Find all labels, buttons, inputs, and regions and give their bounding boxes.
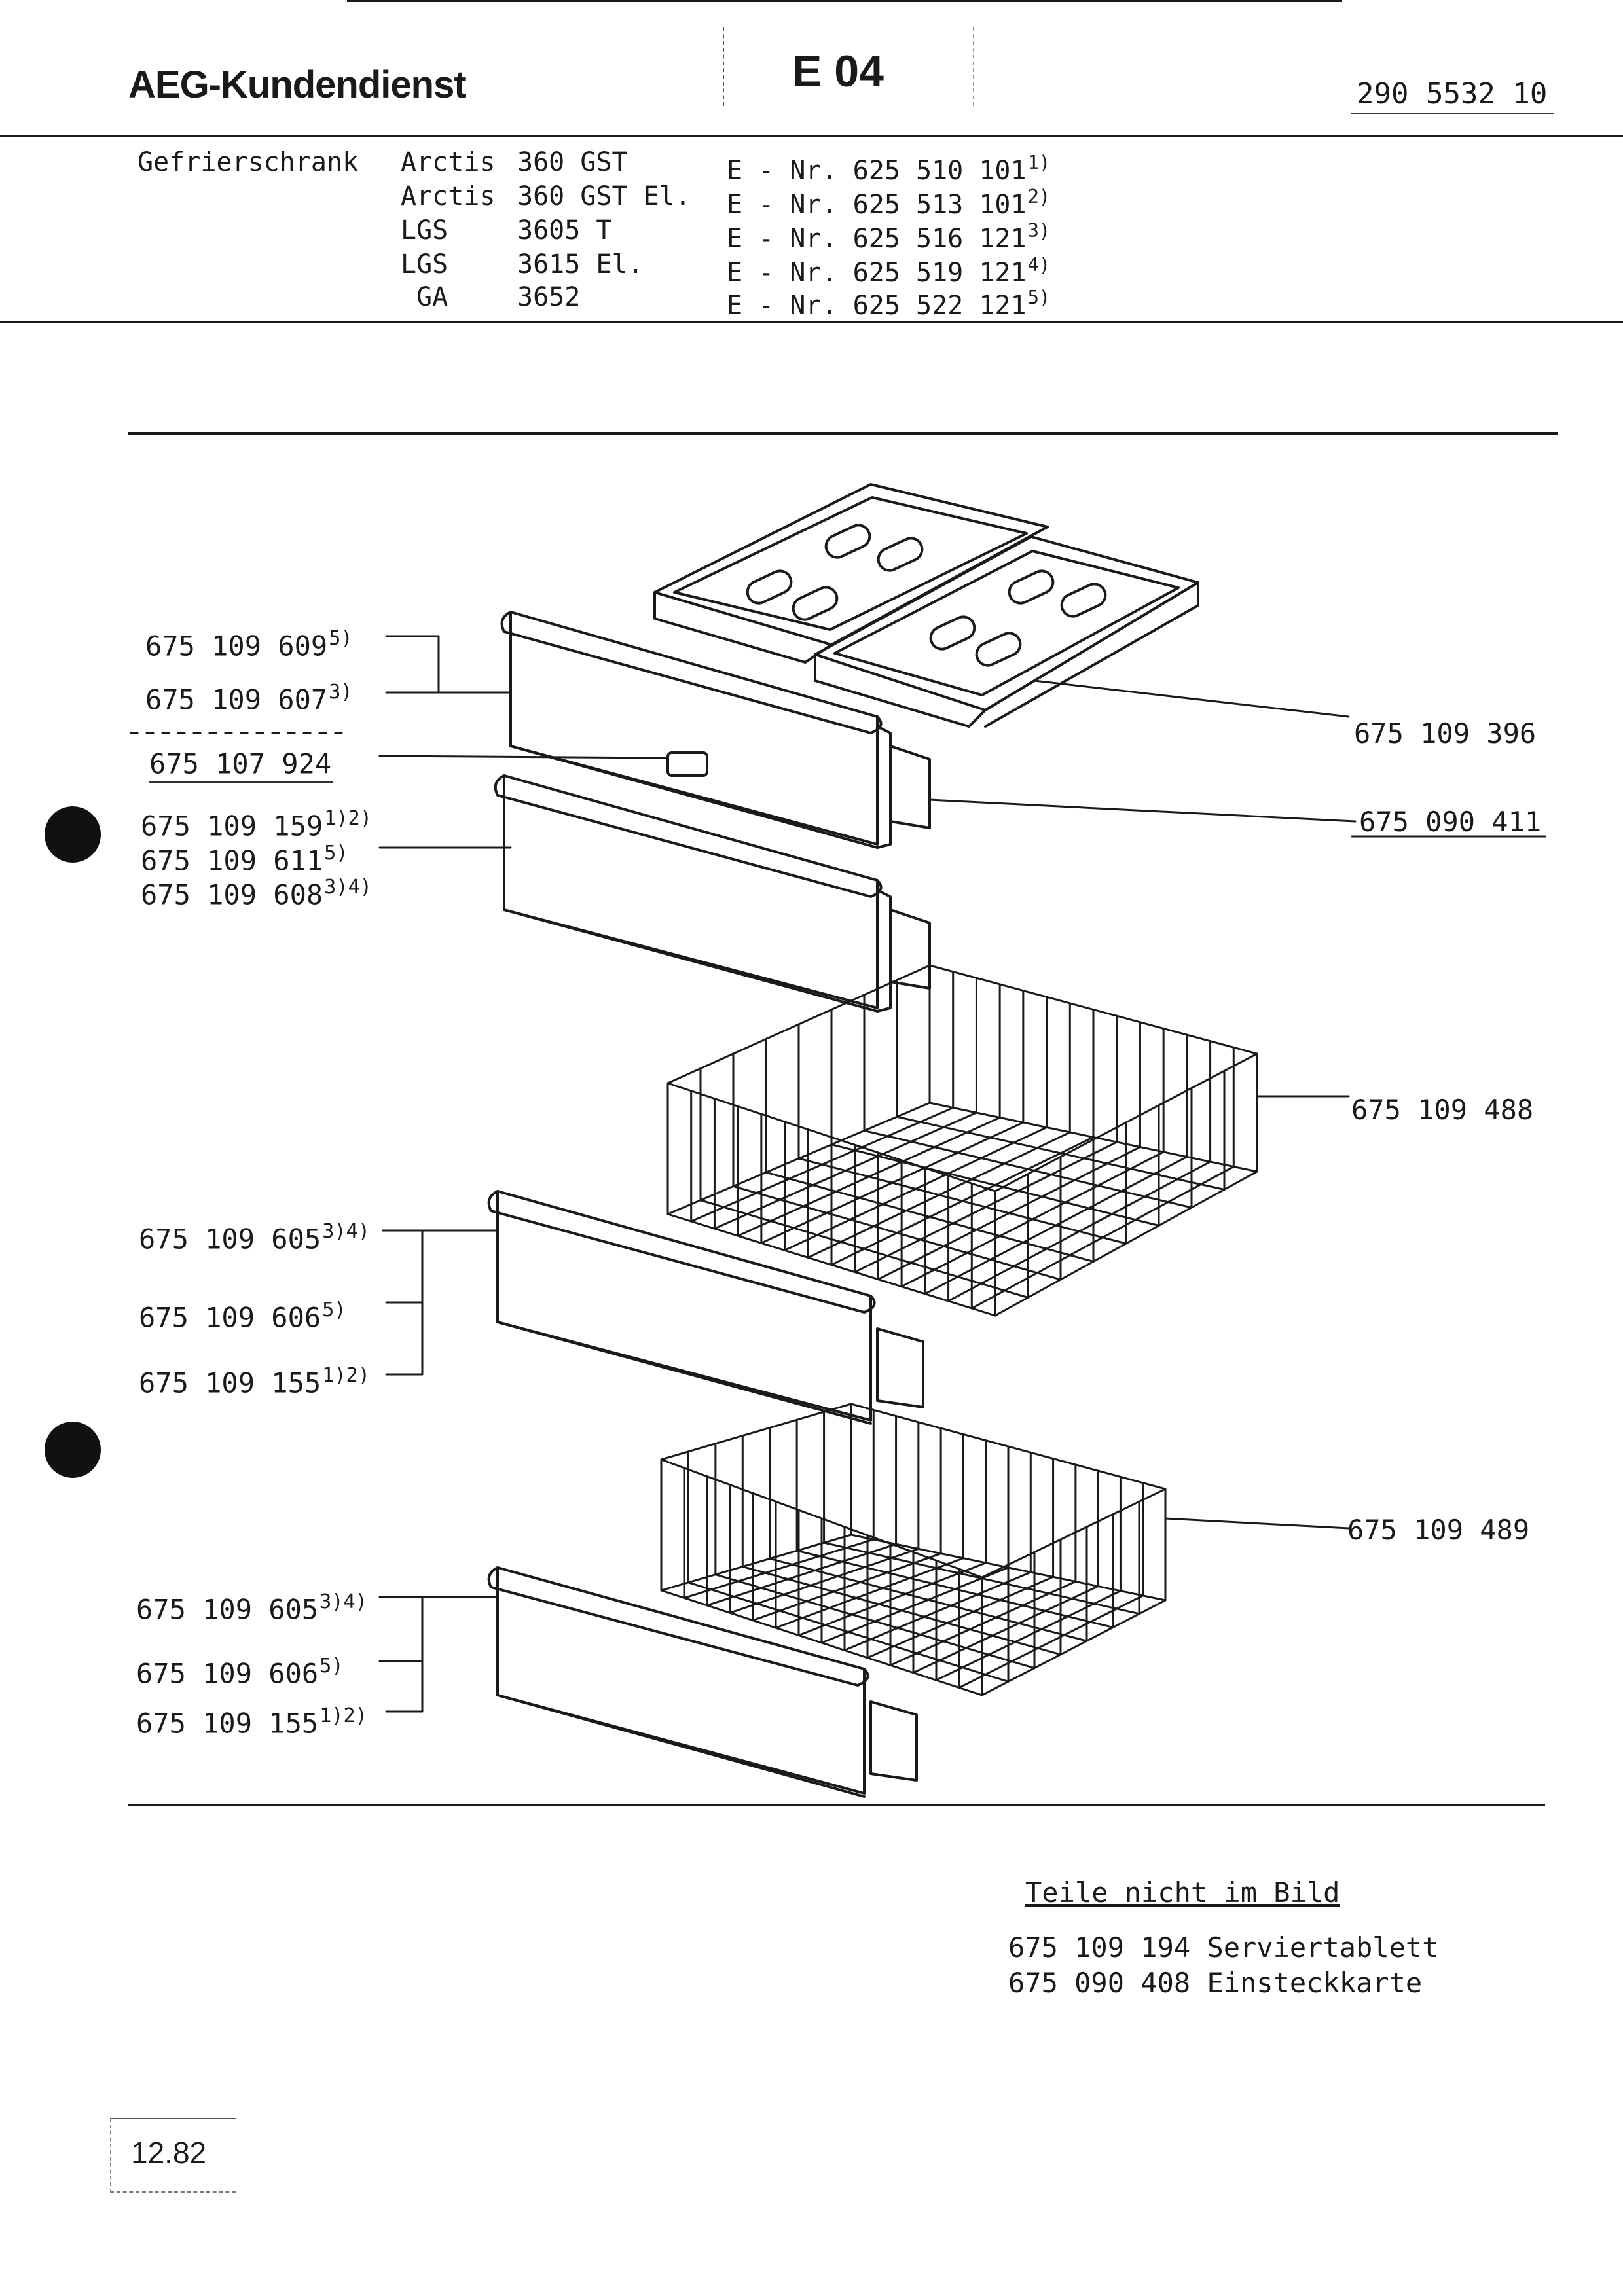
ice-tray-right	[814, 535, 1199, 728]
model-enr-3: E - Nr. 625 516 1213)	[727, 219, 1051, 254]
section-code: E 04	[792, 46, 884, 96]
callout-left-8: 675 109 6065)	[139, 1299, 346, 1334]
ice-tray-left	[653, 483, 1049, 664]
section-box	[723, 27, 974, 106]
revision-date: 12.82	[131, 2136, 207, 2170]
leader-lines-left	[130, 635, 669, 1713]
leader-lines-right	[928, 679, 1546, 1530]
marker-dot-lower	[45, 1422, 101, 1478]
callout-left-12: 675 109 1551)2)	[136, 1704, 367, 1740]
wire-basket-upper	[666, 964, 1258, 1317]
model-brand-5: GA	[416, 282, 448, 312]
model-brand-2: Arctis	[401, 181, 496, 211]
callout-right-2: 675 090 411	[1359, 806, 1542, 838]
model-name-4: 3615 El.	[517, 249, 644, 279]
flap-middle	[494, 774, 931, 1013]
model-enr-4: E - Nr. 625 519 1214)	[727, 253, 1051, 288]
document-number: 290 5532 10	[1351, 77, 1554, 114]
callout-left-7: 675 109 6053)4)	[139, 1220, 370, 1255]
model-enr-1: E - Nr. 625 510 1011)	[727, 151, 1051, 186]
callout-left-10: 675 109 6053)4)	[136, 1590, 367, 1626]
company-name: AEG-Kundendienst	[128, 63, 467, 106]
callout-left-3: 675 107 924	[149, 740, 333, 783]
appliance-category: Gefrierschrank	[137, 147, 359, 177]
callout-left-5: 675 109 6115)	[141, 842, 348, 877]
marker-dot-upper	[45, 806, 101, 863]
model-brand-3: LGS	[401, 215, 448, 245]
not-shown-item-1: 675 109 194 Serviertablett	[1008, 1931, 1439, 1964]
model-brand-1: Arctis	[401, 147, 496, 177]
model-name-2: 360 GST El.	[517, 181, 691, 211]
top-rule	[347, 0, 1342, 2]
date-box	[110, 2118, 236, 2193]
model-name-5: 3652	[517, 282, 581, 312]
drawer-front-upper	[487, 1190, 924, 1425]
callout-right-4: 675 109 489	[1347, 1514, 1530, 1546]
model-brand-4: LGS	[401, 249, 448, 279]
model-enr-2: E - Nr. 625 513 1012)	[727, 185, 1051, 220]
drawing-bottom-rule	[128, 1804, 1545, 1806]
callout-left-4: 675 109 1591)2)	[141, 807, 372, 842]
callout-left-9: 675 109 1551)2)	[139, 1364, 370, 1399]
tray-holes-right	[929, 569, 1107, 667]
model-enr-5: E - Nr. 625 522 1215)	[727, 286, 1051, 321]
model-name-1: 360 GST	[517, 147, 628, 177]
not-shown-title: Teile nicht im Bild	[1025, 1876, 1340, 1909]
header-rule	[0, 135, 1623, 137]
model-name-3: 3605 T	[517, 215, 612, 245]
callout-left-6: 675 109 6083)4)	[141, 876, 372, 911]
drawing-top-rule	[128, 432, 1558, 435]
flap-top	[500, 611, 931, 849]
handle-clip	[666, 751, 708, 777]
callout-left-11: 675 109 6065)	[136, 1655, 344, 1690]
callout-right-3: 675 109 488	[1351, 1094, 1534, 1126]
not-shown-item-2: 675 090 408 Einsteckkarte	[1008, 1967, 1423, 1999]
callout-left-1: 675 109 6095)	[145, 627, 353, 662]
callout-left-2: 675 109 6073)	[145, 681, 353, 716]
tray-holes-left	[746, 524, 924, 621]
wire-basket-lower	[660, 1403, 1167, 1696]
callout-right-1: 675 109 396	[1354, 717, 1537, 749]
models-rule	[0, 321, 1623, 323]
drawer-front-lower	[487, 1566, 918, 1798]
